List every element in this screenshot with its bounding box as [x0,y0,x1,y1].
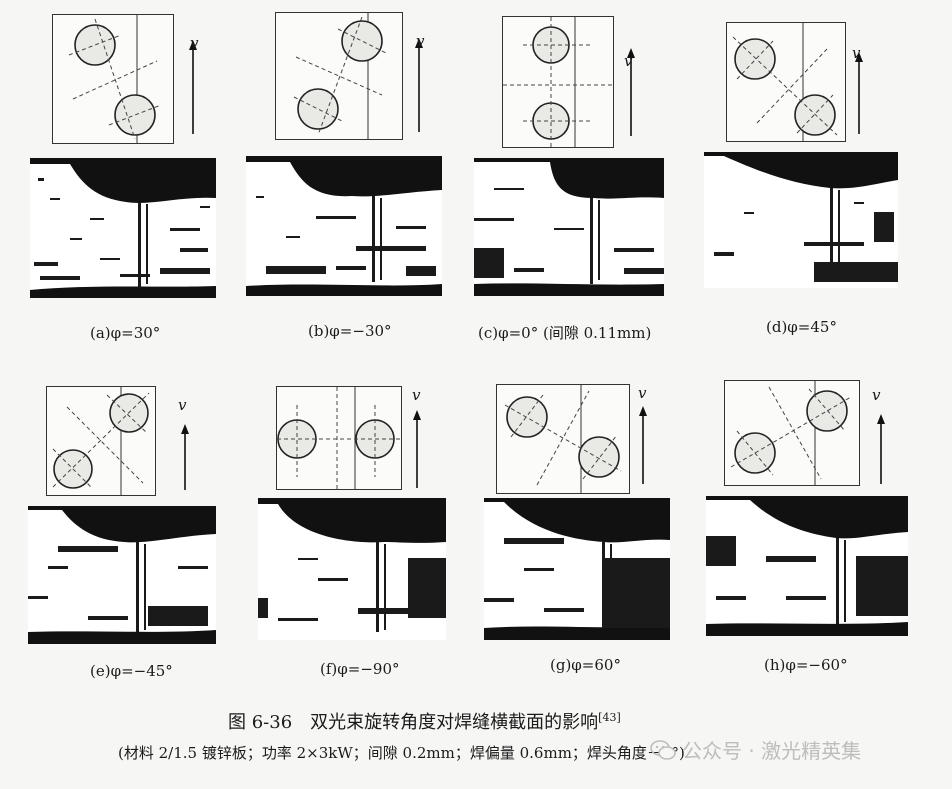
weld-section-b [246,156,442,296]
weld-section-f [258,498,446,640]
beam-diagram-d [726,22,846,142]
figure-title-text: 图 6-36 双光束旋转角度对焊缝横截面的影响 [228,712,599,733]
velocity-arrow-icon [877,414,885,484]
panel-caption-d: (d)φ=45° [766,318,837,336]
panel-caption-c: (c)φ=0° (间隙 0.11mm) [478,324,652,342]
beam-diagram-c [502,16,614,148]
weld-section-c [474,158,664,296]
beam-layout-d [732,23,838,141]
velocity-label: v [638,384,647,402]
figure-note: (材料 2/1.5 镀锌板；功率 2×3kW；间隙 0.2mm；焊偏量 0.6m… [118,744,685,762]
beam-layout-h [730,381,852,485]
beam-layout-f [277,387,401,489]
weld-section-e [28,506,216,644]
panel-caption-e: (e)φ=−45° [90,662,173,680]
velocity-arrow-icon [189,40,197,134]
figure-reference: [43] [598,711,621,724]
velocity-arrow-icon [639,406,647,484]
weld-section-g [484,498,670,640]
beam-diagram-h [724,380,860,486]
figure-title: 图 6-36 双光束旋转角度对焊缝横截面的影响[43] [228,708,621,734]
velocity-label: v [416,32,425,50]
watermark: 公众号 · 激光精英集 [650,735,861,764]
beam-layout-e [52,387,150,495]
wechat-icon [650,739,676,760]
beam-diagram-g [496,384,630,494]
watermark-text: 公众号 · 激光精英集 [682,739,862,763]
velocity-arrow-icon [415,38,423,132]
velocity-arrow-icon [627,48,635,136]
beam-diagram-a [52,14,174,144]
weld-section-a [30,158,216,298]
panel-caption-f: (f)φ=−90° [320,660,400,678]
velocity-label: v [872,386,881,404]
velocity-label: v [624,52,633,70]
velocity-arrow-icon [181,424,189,490]
beam-layout-g [504,385,622,493]
velocity-arrow-icon [413,410,421,488]
velocity-label: v [852,44,861,62]
weld-section-d [704,152,898,288]
weld-section-h [706,496,908,636]
velocity-arrow-icon [855,52,863,134]
panel-caption-a: (a)φ=30° [90,324,161,342]
beam-diagram-b [275,12,403,140]
velocity-label: v [412,386,421,404]
beam-diagram-e [46,386,156,496]
velocity-label: v [178,396,187,414]
beam-diagram-f [276,386,402,490]
beam-layout-a [68,15,162,143]
beam-layout-c [503,17,613,147]
beam-layout-b [293,13,387,139]
panel-caption-h: (h)φ=−60° [764,656,848,674]
panel-caption-b: (b)φ=−30° [308,322,392,340]
velocity-label: v [190,34,199,52]
panel-caption-g: (g)φ=60° [550,656,621,674]
